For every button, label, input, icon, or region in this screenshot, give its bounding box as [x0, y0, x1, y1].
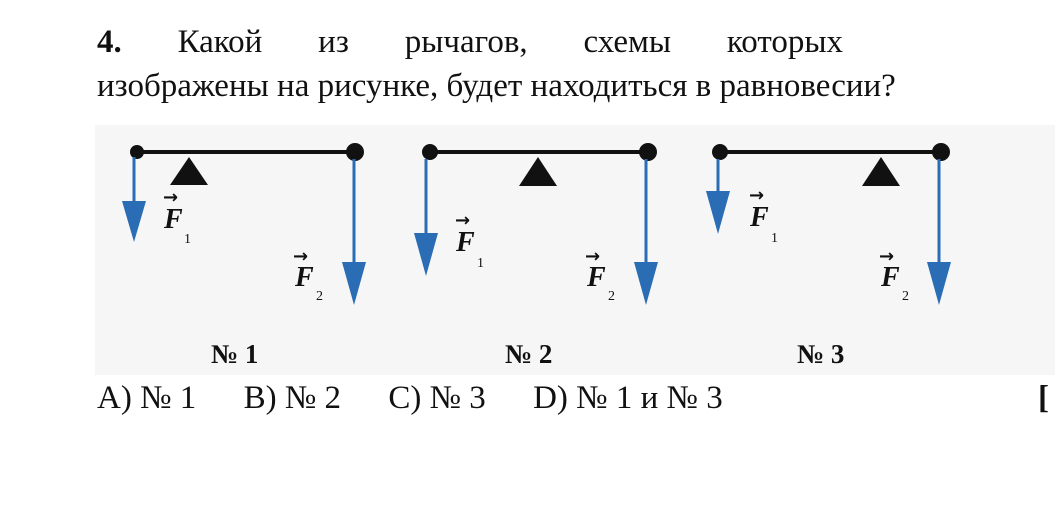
- force-2-subscript: 2: [608, 289, 615, 304]
- force-1-vector-arrow: →: [749, 185, 764, 206]
- answer-options: А) № 1 В) № 2 С) № 3 D) № 1 и № 3: [97, 380, 762, 417]
- force-2-vector-arrow: →: [293, 246, 308, 267]
- question-word: Какой: [177, 24, 263, 60]
- right-edge-bracket: [: [1038, 380, 1049, 416]
- answer-option-c[interactable]: С) № 3: [388, 380, 486, 416]
- question: 4. Какой из рычагов, схемы которых изобр…: [97, 20, 1037, 108]
- force-2-arrowhead: [342, 262, 366, 305]
- lever-figure-area: F 1 → F 2 → F 1 → F 2 →: [95, 125, 1055, 375]
- force-1-subscript: 1: [477, 256, 484, 271]
- force-1-arrowhead: [414, 233, 438, 276]
- lever-end-dot: [639, 143, 657, 161]
- question-line-1: 4. Какой из рычагов, схемы которых: [97, 20, 843, 64]
- question-word: рычагов,: [404, 24, 528, 60]
- fulcrum-triangle: [170, 157, 208, 185]
- force-2-label: F: [294, 262, 314, 293]
- force-2-arrowhead: [927, 262, 951, 305]
- answer-option-a[interactable]: А) № 1: [97, 380, 197, 416]
- lever-end-dot: [346, 143, 364, 161]
- force-1-label: F: [749, 202, 769, 233]
- force-1-label: F: [455, 227, 475, 258]
- lever-1: F 1 → F 2 →: [122, 143, 366, 305]
- question-word: которых: [726, 24, 843, 60]
- force-1-subscript: 1: [184, 232, 191, 247]
- question-number: 4.: [97, 24, 122, 60]
- lever-3: F 1 → F 2 →: [706, 143, 951, 305]
- force-2-subscript: 2: [902, 289, 909, 304]
- question-word: схемы: [583, 24, 672, 60]
- figure-label-2: № 2: [505, 339, 553, 369]
- question-word: из: [318, 24, 349, 60]
- force-1-arrowhead: [122, 201, 146, 242]
- force-2-label: F: [586, 262, 606, 293]
- lever-end-dot: [712, 144, 728, 160]
- lever-end-dot: [932, 143, 950, 161]
- lever-diagrams: F 1 → F 2 → F 1 → F 2 →: [122, 143, 951, 305]
- force-2-subscript: 2: [316, 289, 323, 304]
- force-1-label: F: [163, 204, 183, 235]
- force-2-label: F: [880, 262, 900, 293]
- lever-2: F 1 → F 2 →: [414, 143, 658, 305]
- lever-end-dot: [422, 144, 438, 160]
- figure-label-1: № 1: [211, 339, 259, 369]
- lever-end-dot: [130, 145, 144, 159]
- force-1-vector-arrow: →: [163, 187, 178, 208]
- question-line-2: изображены на рисунке, будет находиться …: [97, 68, 896, 104]
- force-2-vector-arrow: →: [585, 246, 600, 267]
- figure-label-3: № 3: [797, 339, 845, 369]
- answer-option-b[interactable]: В) № 2: [243, 380, 342, 416]
- force-1-vector-arrow: →: [455, 210, 470, 231]
- force-1-arrowhead: [706, 191, 730, 234]
- force-2-arrowhead: [634, 262, 658, 305]
- answer-option-d[interactable]: D) № 1 и № 3: [533, 380, 723, 416]
- force-1-subscript: 1: [771, 231, 778, 246]
- force-2-vector-arrow: →: [879, 246, 894, 267]
- fulcrum-triangle: [862, 157, 900, 186]
- fulcrum-triangle: [519, 157, 557, 186]
